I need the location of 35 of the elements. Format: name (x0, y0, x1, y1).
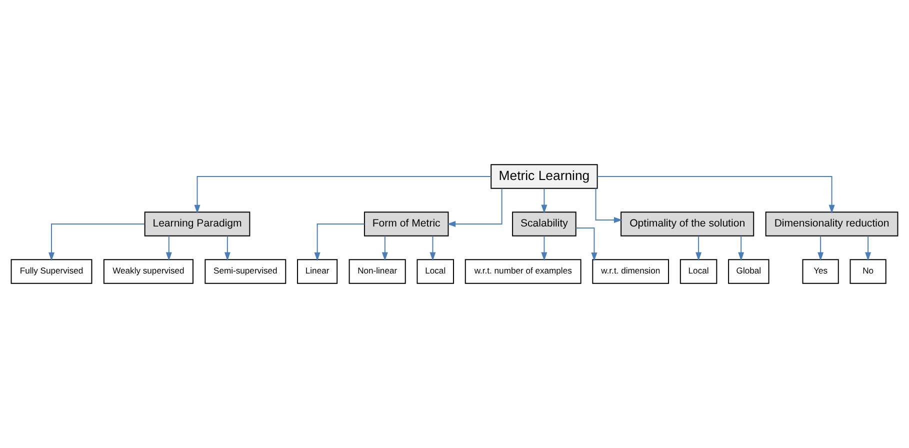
node-box: Optimality of the solution (620, 212, 754, 236)
node-box: Form of Metric (364, 212, 449, 236)
node-box: w.r.t. number of examples (464, 259, 582, 284)
arrow (48, 224, 146, 261)
node-box: No (850, 259, 886, 284)
arrow (382, 236, 388, 261)
arrow (575, 227, 598, 262)
arrow (194, 176, 492, 214)
node-box: Scalability (512, 212, 576, 236)
arrow (541, 188, 548, 214)
node-box: Global (728, 259, 770, 284)
arrow (430, 236, 436, 261)
node-box: Learning Paradigm (144, 212, 250, 236)
node-box: Metric Learning (490, 164, 598, 189)
node-box: Yes (802, 259, 839, 284)
arrow (818, 236, 824, 261)
node-box: Dimensionality reduction (765, 212, 898, 236)
node-box: Non-linear (348, 259, 406, 284)
node-box: Weakly supervised (103, 259, 194, 284)
arrow (314, 224, 365, 261)
node-box: Local (416, 259, 454, 284)
arrow (224, 236, 230, 261)
arrow (865, 236, 872, 261)
arrow (447, 188, 502, 227)
node-box: Linear (297, 259, 338, 284)
node-box: w.r.t. dimension (592, 259, 670, 284)
node-box: Fully Supervised (10, 259, 92, 284)
arrow (696, 236, 702, 261)
arrow (595, 188, 623, 224)
arrow (596, 176, 835, 214)
node-box: Semi-supervised (204, 259, 286, 284)
arrow (738, 236, 744, 261)
arrow (541, 236, 548, 261)
node-box: Local (680, 259, 718, 284)
arrow (166, 236, 172, 261)
